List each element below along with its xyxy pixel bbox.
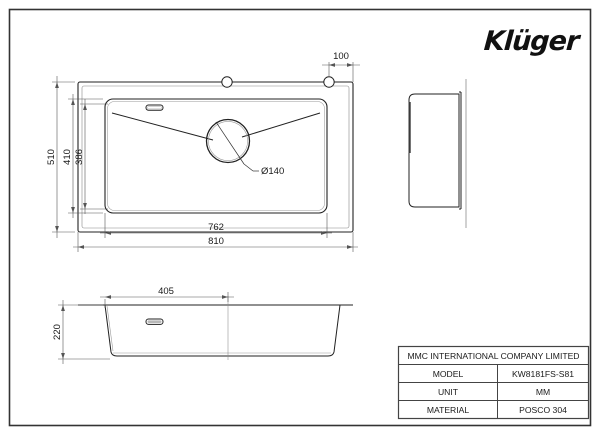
slope-line-right [241, 112, 321, 138]
overflow-slot-inner [147, 106, 162, 110]
title-block-label-material: MATERIAL [427, 405, 470, 415]
front-overflow-slot-inner [147, 320, 162, 323]
front-overflow-slot [145, 318, 164, 325]
arrow-100-left [329, 63, 335, 67]
arrow-386-bottom [83, 203, 87, 209]
dim-label-220: 220 [52, 324, 63, 340]
dim-label-410: 410 [62, 149, 73, 165]
brand-logo: Klüger [482, 26, 580, 57]
arrow-405-right [222, 295, 228, 299]
arrow-510-bottom [55, 226, 59, 232]
dim-label-762: 762 [208, 222, 224, 233]
front-bowl-outline [104, 304, 341, 357]
drain-circle [205, 118, 251, 164]
title-block: MMC INTERNATIONAL COMPANY LIMITED MODEL … [397, 345, 590, 420]
side-view [408, 79, 467, 228]
dim-label-100: 100 [333, 51, 349, 62]
front-bowl-left-inner [106, 305, 114, 352]
dim-label-510: 510 [46, 149, 57, 165]
title-block-value-unit: MM [536, 387, 550, 397]
arrow-410-bottom [71, 207, 75, 213]
arrow-410-top [71, 99, 75, 105]
sheet-border [8, 8, 592, 427]
arrow-810-left [78, 245, 84, 249]
faucet-hole-center [221, 76, 233, 88]
arrow-220-top [61, 305, 65, 311]
arrow-762-left [105, 231, 111, 235]
dim-label-810: 810 [208, 236, 224, 247]
bowl-opening-inner [107, 101, 325, 211]
side-body-outline [408, 93, 460, 208]
title-block-value-model: KW8181FS-S81 [512, 369, 574, 379]
arrow-386-top [83, 104, 87, 110]
top-view: Ø140 100 510 [46, 51, 360, 252]
deck-outline [77, 81, 354, 233]
overflow-slot [145, 104, 164, 111]
faucet-hole-right [323, 76, 335, 88]
title-block-label-unit: UNIT [438, 387, 459, 397]
title-block-value-material: POSCO 304 [519, 405, 567, 415]
company-name: MMC INTERNATIONAL COMPANY LIMITED [407, 351, 579, 361]
front-view: 405 220 [52, 286, 353, 364]
arrow-220-bottom [61, 353, 65, 359]
title-block-label-model: MODEL [433, 369, 464, 379]
arrow-100-right [347, 63, 353, 67]
drain-circle-inner [208, 121, 248, 161]
drain-leader-elbow [243, 163, 254, 172]
dim-label-386: 386 [74, 149, 85, 165]
drain-diameter-label: Ø140 [261, 166, 284, 177]
deck-inner-offset [81, 85, 350, 229]
slope-line-left [111, 112, 214, 141]
arrow-405-left [105, 295, 111, 299]
arrow-762-right [321, 231, 327, 235]
drain-leader-diagonal [215, 121, 245, 165]
bowl-opening [104, 98, 328, 214]
arrow-810-right [347, 245, 353, 249]
arrow-510-top [55, 82, 59, 88]
dim-label-405: 405 [158, 286, 174, 297]
